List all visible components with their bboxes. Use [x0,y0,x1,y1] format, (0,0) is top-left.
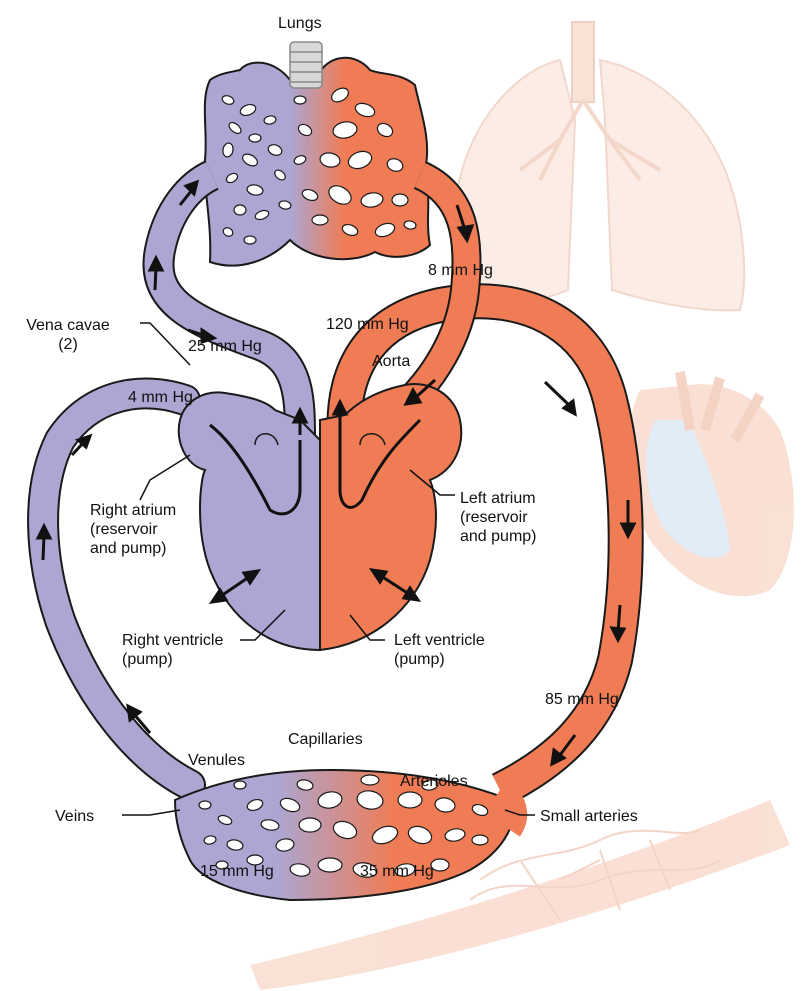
label-venules: Venules [188,751,245,770]
label-pressure-4: 4 mm Hg [128,388,193,407]
pore [312,215,328,225]
pore [249,134,261,142]
heart [179,384,462,650]
label-capillaries: Capillaries [288,730,363,749]
label-vena-cavae: Vena cavae (2) [8,316,128,354]
label-lungs: Lungs [278,14,322,33]
pore [361,775,379,785]
pore [244,236,256,244]
pore [294,96,306,104]
lungs-capillary-bed [205,58,430,266]
label-right-atrium: Right atrium (reservoir and pump) [90,501,176,558]
pore [234,781,246,789]
arrow-aorta-right [545,382,575,414]
label-pressure-15: 15 mm Hg [200,862,274,881]
label-aorta: Aorta [372,352,410,371]
trachea [290,42,322,88]
label-veins: Veins [55,807,94,826]
pore [398,792,422,808]
label-arterioles: Arterioles [400,772,468,791]
pore [299,818,321,832]
label-pressure-8: 8 mm Hg [428,261,493,280]
label-pressure-35: 35 mm Hg [360,862,434,881]
label-right-ventricle: Right ventricle (pump) [122,631,223,669]
label-small-arteries: Small arteries [540,807,638,826]
label-left-ventricle: Left ventricle (pump) [394,631,485,669]
background-lungs-image [452,22,744,310]
pore [318,858,342,872]
label-pressure-85: 85 mm Hg [545,690,619,709]
pore [392,194,408,206]
pore [472,835,488,845]
pore [199,801,211,809]
label-left-atrium: Left atrium (reservoir and pump) [460,489,537,546]
background-heart-image [628,372,794,596]
label-pressure-120: 120 mm Hg [326,315,409,334]
pore [234,205,246,215]
label-pressure-25: 25 mm Hg [188,337,262,356]
